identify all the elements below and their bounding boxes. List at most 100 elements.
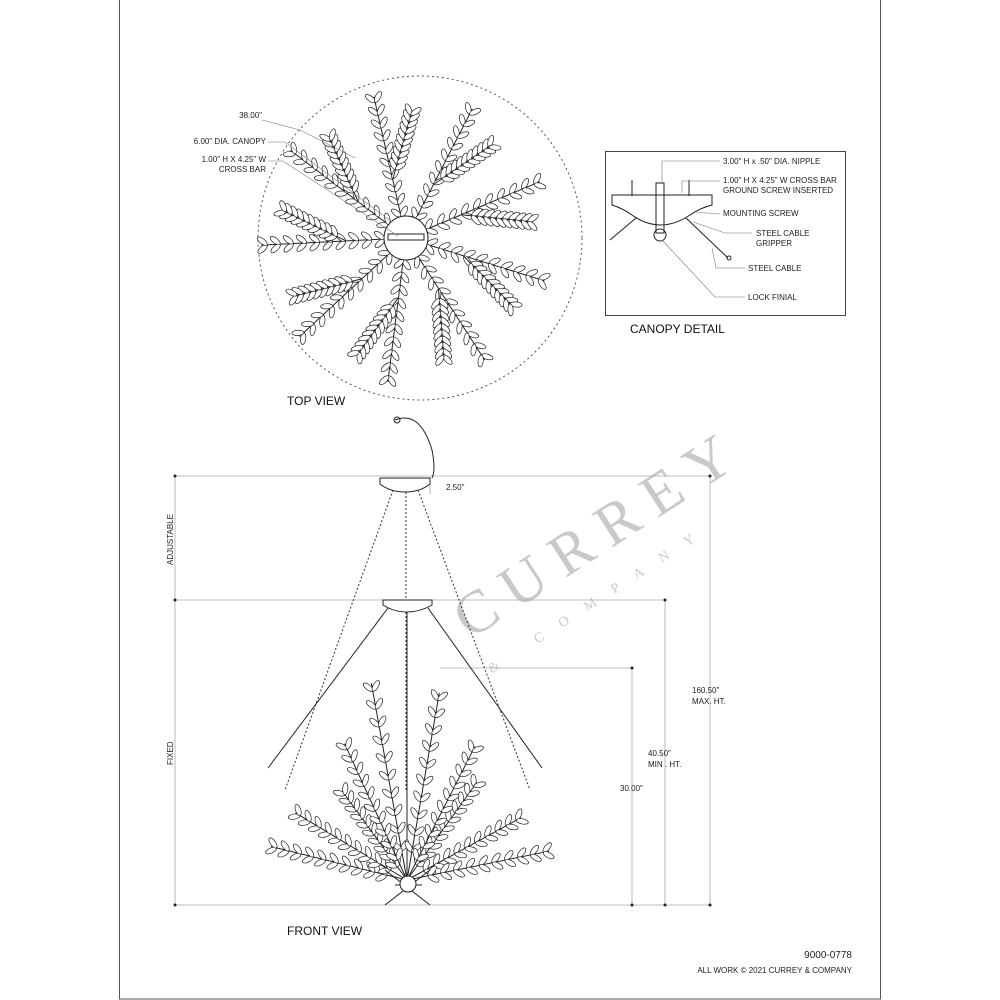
leaf — [354, 858, 364, 870]
leaf — [421, 266, 428, 280]
leaf — [457, 131, 470, 139]
leaf — [268, 837, 278, 849]
leaf — [376, 103, 385, 116]
fixed-label: FIXED — [166, 741, 175, 765]
leaf — [438, 247, 447, 259]
leaf — [471, 745, 484, 754]
leaf — [497, 197, 511, 205]
leaf — [379, 810, 386, 824]
leaf — [463, 332, 470, 346]
leaf — [448, 816, 461, 824]
label-diameter: 38.00" — [239, 111, 262, 120]
leaf — [441, 805, 454, 814]
leaf — [384, 823, 392, 836]
leaf — [491, 861, 504, 870]
leaf — [485, 202, 499, 210]
leaf — [397, 192, 405, 205]
leaf — [504, 858, 517, 868]
leaf — [385, 323, 396, 334]
leaf — [449, 217, 462, 225]
leaf — [500, 267, 510, 279]
leaf — [279, 200, 287, 213]
leaf — [304, 809, 312, 823]
leaf — [305, 846, 315, 858]
label-cable-gripper-2: GRIPPER — [756, 239, 792, 248]
max-height-label: MAX. HT. — [692, 697, 726, 706]
leaf — [353, 798, 360, 811]
leaf — [470, 343, 477, 357]
leaf — [428, 277, 435, 291]
leaf — [488, 263, 497, 275]
leaf — [379, 116, 388, 129]
chains — [284, 489, 531, 791]
leaf — [425, 759, 437, 769]
canopy-circle — [383, 215, 429, 261]
hook — [394, 417, 435, 479]
leaf — [530, 853, 542, 862]
leaf — [421, 201, 434, 209]
canopy-height-dim: 2.50" — [446, 483, 465, 492]
leaf — [380, 362, 391, 373]
leaf — [329, 852, 339, 864]
leaf — [466, 866, 478, 875]
watermark: CURREY & COMPANY — [441, 414, 757, 677]
ceiling-canopy — [379, 477, 431, 493]
cross-bar — [387, 233, 425, 241]
canopy-detail-title: CANOPY DETAIL — [630, 322, 725, 336]
leaf — [527, 220, 538, 231]
leaf — [334, 828, 342, 841]
label-canopy: 6.00" DIA. CANOPY — [194, 137, 267, 146]
top-view-title: TOP VIEW — [287, 394, 346, 408]
leaf — [382, 349, 393, 360]
leaf — [459, 769, 472, 778]
leaf — [383, 336, 395, 347]
leaf — [354, 840, 362, 853]
leaf — [505, 823, 519, 831]
leaf — [381, 733, 390, 745]
leaf — [453, 869, 465, 878]
leaf — [440, 871, 453, 880]
leaf — [473, 781, 487, 789]
leaf — [378, 715, 387, 728]
leaf — [533, 182, 547, 190]
leaf — [521, 187, 535, 195]
leaf — [300, 149, 308, 163]
leaf — [463, 119, 476, 128]
leaf — [419, 792, 431, 803]
leaf — [361, 231, 372, 241]
leaf — [348, 790, 355, 803]
leaf — [341, 855, 351, 867]
part-number: 9000-0778 — [804, 950, 852, 961]
leaf — [495, 829, 509, 836]
leaf — [431, 725, 443, 735]
min-height-label: MIN . HT. — [648, 760, 681, 769]
diameter-circle — [257, 75, 583, 401]
leaf — [516, 818, 529, 825]
leaf — [324, 821, 332, 835]
leaf — [356, 761, 364, 775]
leaf — [456, 321, 463, 335]
leaf — [374, 697, 384, 710]
leaf — [347, 350, 360, 357]
cables — [267, 607, 543, 880]
sheet-border — [119, 0, 881, 1000]
top-view: 38.00" 6.00" DIA. CANOPY 1.00" H X 4.25"… — [194, 75, 583, 408]
leaf — [435, 834, 449, 841]
leaf — [328, 128, 336, 141]
leaf — [368, 258, 381, 265]
leaf — [292, 843, 302, 855]
leaf — [507, 303, 514, 317]
label-lock-finial: LOCK FINIAL — [748, 293, 797, 302]
label-cable-gripper-1: STEEL CABLE — [756, 229, 810, 238]
leaf — [478, 864, 491, 873]
leaf — [367, 786, 375, 799]
leaf — [444, 857, 457, 864]
leaf — [371, 680, 380, 692]
leaf — [395, 847, 403, 860]
label-mounting-screw: MOUNTING SCREW — [723, 209, 799, 218]
label-cross-bar-1: 1.00" H X 4.25" W — [202, 155, 267, 164]
leaf — [373, 798, 381, 811]
leaf — [427, 874, 440, 883]
leaf — [359, 806, 366, 819]
